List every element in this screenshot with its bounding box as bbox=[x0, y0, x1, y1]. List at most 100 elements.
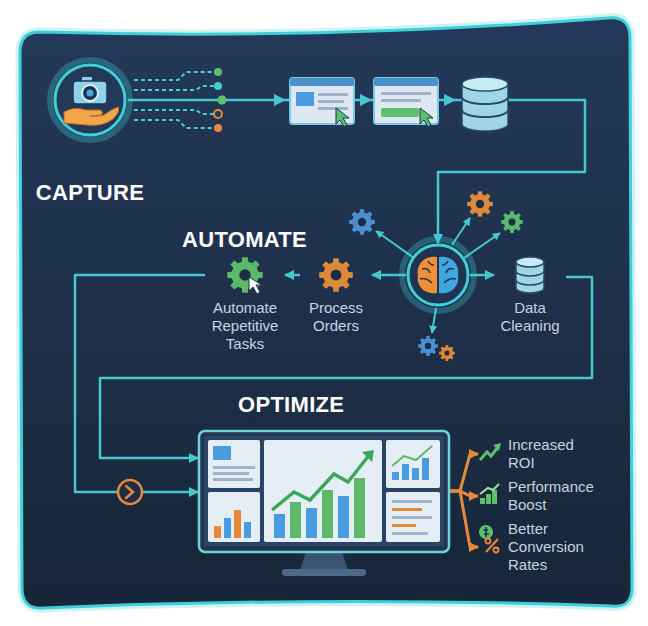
outcome-item: Better Conversion Rates bbox=[478, 520, 604, 574]
panel-border bbox=[20, 18, 632, 608]
node-icon bbox=[300, 255, 372, 295]
form-window bbox=[381, 99, 421, 102]
monitor-illustration bbox=[300, 552, 348, 570]
browser-window bbox=[318, 100, 344, 103]
gear-icon bbox=[349, 209, 375, 235]
item-label: Automate Repetitive Tasks bbox=[205, 299, 285, 353]
item-label: Increased ROI bbox=[508, 436, 600, 472]
gear-icon bbox=[439, 345, 455, 361]
gear-icon bbox=[349, 209, 375, 235]
gear-icon bbox=[508, 218, 515, 225]
circuit-lines bbox=[214, 68, 222, 76]
monitor-illustration bbox=[392, 532, 428, 535]
monitor-illustration bbox=[392, 500, 432, 503]
monitor-illustration bbox=[392, 524, 416, 527]
browser-window bbox=[318, 107, 348, 110]
monitor-illustration bbox=[234, 510, 241, 538]
monitor-illustration bbox=[386, 440, 440, 488]
circuit-lines bbox=[134, 110, 214, 114]
monitor-illustration bbox=[208, 492, 260, 542]
monitor-illustration bbox=[338, 496, 349, 538]
gear-icon bbox=[418, 336, 438, 356]
flow-arrow bbox=[450, 491, 478, 547]
monitor-illustration bbox=[213, 478, 253, 481]
flow-arrow bbox=[75, 275, 205, 492]
circuit-lines bbox=[214, 124, 222, 132]
hub-arrows bbox=[376, 218, 500, 333]
node-icon bbox=[418, 257, 437, 294]
database-icon bbox=[462, 77, 508, 131]
item-label: Better Conversion Rates bbox=[508, 520, 600, 574]
automation-hub: AUTOMATE bbox=[406, 243, 470, 307]
node-icon bbox=[478, 482, 502, 506]
gear-icon bbox=[467, 191, 493, 217]
monitor-illustration bbox=[224, 518, 231, 538]
gear-icon bbox=[319, 258, 353, 292]
gear-icons bbox=[349, 191, 523, 361]
node-icon bbox=[493, 443, 501, 451]
database-icon bbox=[462, 77, 508, 91]
circuit-lines bbox=[214, 110, 222, 118]
database-icon bbox=[462, 97, 508, 117]
flow-arrow bbox=[450, 454, 478, 491]
gear-icon bbox=[331, 270, 342, 281]
task-node: Process Orders bbox=[300, 255, 372, 335]
node-icon bbox=[480, 498, 485, 504]
monitor-illustration bbox=[392, 516, 432, 519]
circuit-lines bbox=[214, 82, 222, 90]
circuit-lines bbox=[360, 94, 372, 106]
monitor-illustration bbox=[412, 468, 419, 480]
node-icon bbox=[406, 243, 470, 307]
form-window bbox=[374, 78, 438, 86]
monitor-illustration bbox=[392, 472, 399, 480]
gear-icon bbox=[444, 350, 449, 355]
node-icon bbox=[486, 539, 491, 544]
node-icon bbox=[87, 90, 94, 97]
form-window bbox=[420, 108, 433, 127]
monitor-illustration bbox=[204, 436, 444, 546]
circuit-lines bbox=[134, 72, 214, 80]
monitor-illustration bbox=[392, 508, 422, 511]
gear-icon bbox=[425, 343, 431, 349]
monitor-illustration bbox=[392, 446, 432, 466]
next-step-circle bbox=[126, 486, 133, 498]
monitor-illustration bbox=[272, 454, 370, 510]
item-label: Data Cleaning bbox=[494, 299, 566, 335]
task-node: Data Cleaning bbox=[494, 255, 566, 335]
node-icon bbox=[494, 255, 566, 295]
outcome-item: Performance Boost bbox=[478, 478, 604, 514]
flow-arrow bbox=[285, 274, 300, 277]
gear-icon bbox=[358, 218, 366, 226]
next-step-circle bbox=[118, 480, 142, 504]
monitor-illustration bbox=[198, 430, 450, 580]
monitor-illustration bbox=[264, 440, 382, 542]
node-icon bbox=[52, 62, 128, 138]
capture-node: CAPTURE bbox=[52, 62, 128, 138]
section-heading: OPTIMIZE bbox=[238, 392, 490, 418]
gear-icon bbox=[439, 345, 455, 361]
monitor-illustration bbox=[386, 492, 440, 542]
monitor-illustration bbox=[214, 526, 221, 538]
node-icon bbox=[205, 255, 285, 295]
monitor-illustration bbox=[282, 569, 366, 576]
gear-icon bbox=[476, 200, 484, 208]
monitor-illustration bbox=[322, 490, 333, 538]
browser-window bbox=[296, 92, 314, 106]
circuit-lines bbox=[134, 68, 456, 132]
circuit-lines bbox=[218, 96, 227, 105]
gear-icon bbox=[467, 191, 493, 217]
node-icon bbox=[516, 262, 544, 293]
monitor-illustration bbox=[199, 431, 449, 552]
browser-window bbox=[318, 93, 348, 96]
circuit-lines bbox=[274, 94, 286, 106]
section-heading: CAPTURE bbox=[12, 180, 168, 206]
monitor-illustration bbox=[213, 472, 249, 475]
gear-icon bbox=[319, 258, 353, 292]
form-window bbox=[381, 108, 419, 117]
node-icon bbox=[402, 239, 474, 311]
monitor-illustration bbox=[208, 440, 260, 488]
next-step-circle bbox=[118, 480, 142, 504]
node-icon bbox=[516, 257, 544, 267]
